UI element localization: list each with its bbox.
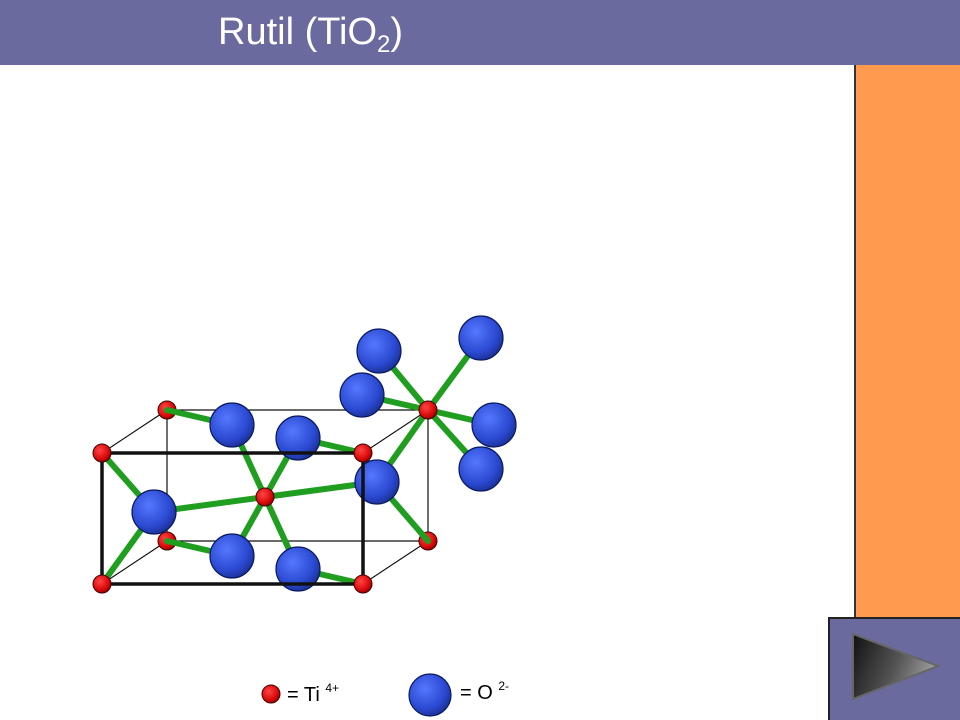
o-atom bbox=[458, 446, 504, 492]
ti-atom bbox=[92, 574, 112, 594]
legend-ti-symbol bbox=[261, 684, 281, 704]
legend-ti-label: = Ti 4+ bbox=[287, 681, 340, 706]
o-atom bbox=[339, 372, 385, 418]
o-atom bbox=[471, 402, 517, 448]
ti-atom bbox=[353, 574, 373, 594]
ti-atom bbox=[92, 443, 112, 463]
side-panel bbox=[854, 65, 960, 620]
ti-atom bbox=[418, 400, 438, 420]
oxygen-atoms bbox=[131, 315, 517, 592]
o-atom bbox=[458, 315, 504, 361]
page-title: Rutil (TiO2) bbox=[218, 11, 404, 58]
o-atom bbox=[209, 533, 255, 579]
o-atom bbox=[275, 546, 321, 592]
ti-atom bbox=[255, 487, 275, 507]
ti-atom bbox=[353, 443, 373, 463]
rutile-crystal-structure bbox=[92, 315, 517, 717]
legend-o-symbol bbox=[408, 673, 452, 717]
titanium-atoms bbox=[92, 400, 438, 594]
cell-edge bbox=[362, 409, 429, 454]
title-bar: Rutil (TiO2) bbox=[0, 0, 960, 65]
o-atom bbox=[275, 415, 321, 461]
unit-cell-back-edges bbox=[101, 409, 429, 585]
play-arrow-icon bbox=[852, 632, 941, 701]
legend-o-label: = O 2- bbox=[460, 679, 510, 704]
o-atom bbox=[354, 459, 400, 505]
o-atom bbox=[356, 328, 402, 374]
cell-edge bbox=[101, 409, 168, 454]
nav-box bbox=[828, 617, 960, 720]
cell-edge bbox=[362, 540, 429, 585]
unit-cell-front-face bbox=[100, 451, 365, 586]
next-slide-button[interactable] bbox=[848, 629, 942, 703]
o-atom bbox=[131, 489, 177, 535]
cell-edge bbox=[101, 540, 168, 585]
o-atom bbox=[209, 402, 255, 448]
